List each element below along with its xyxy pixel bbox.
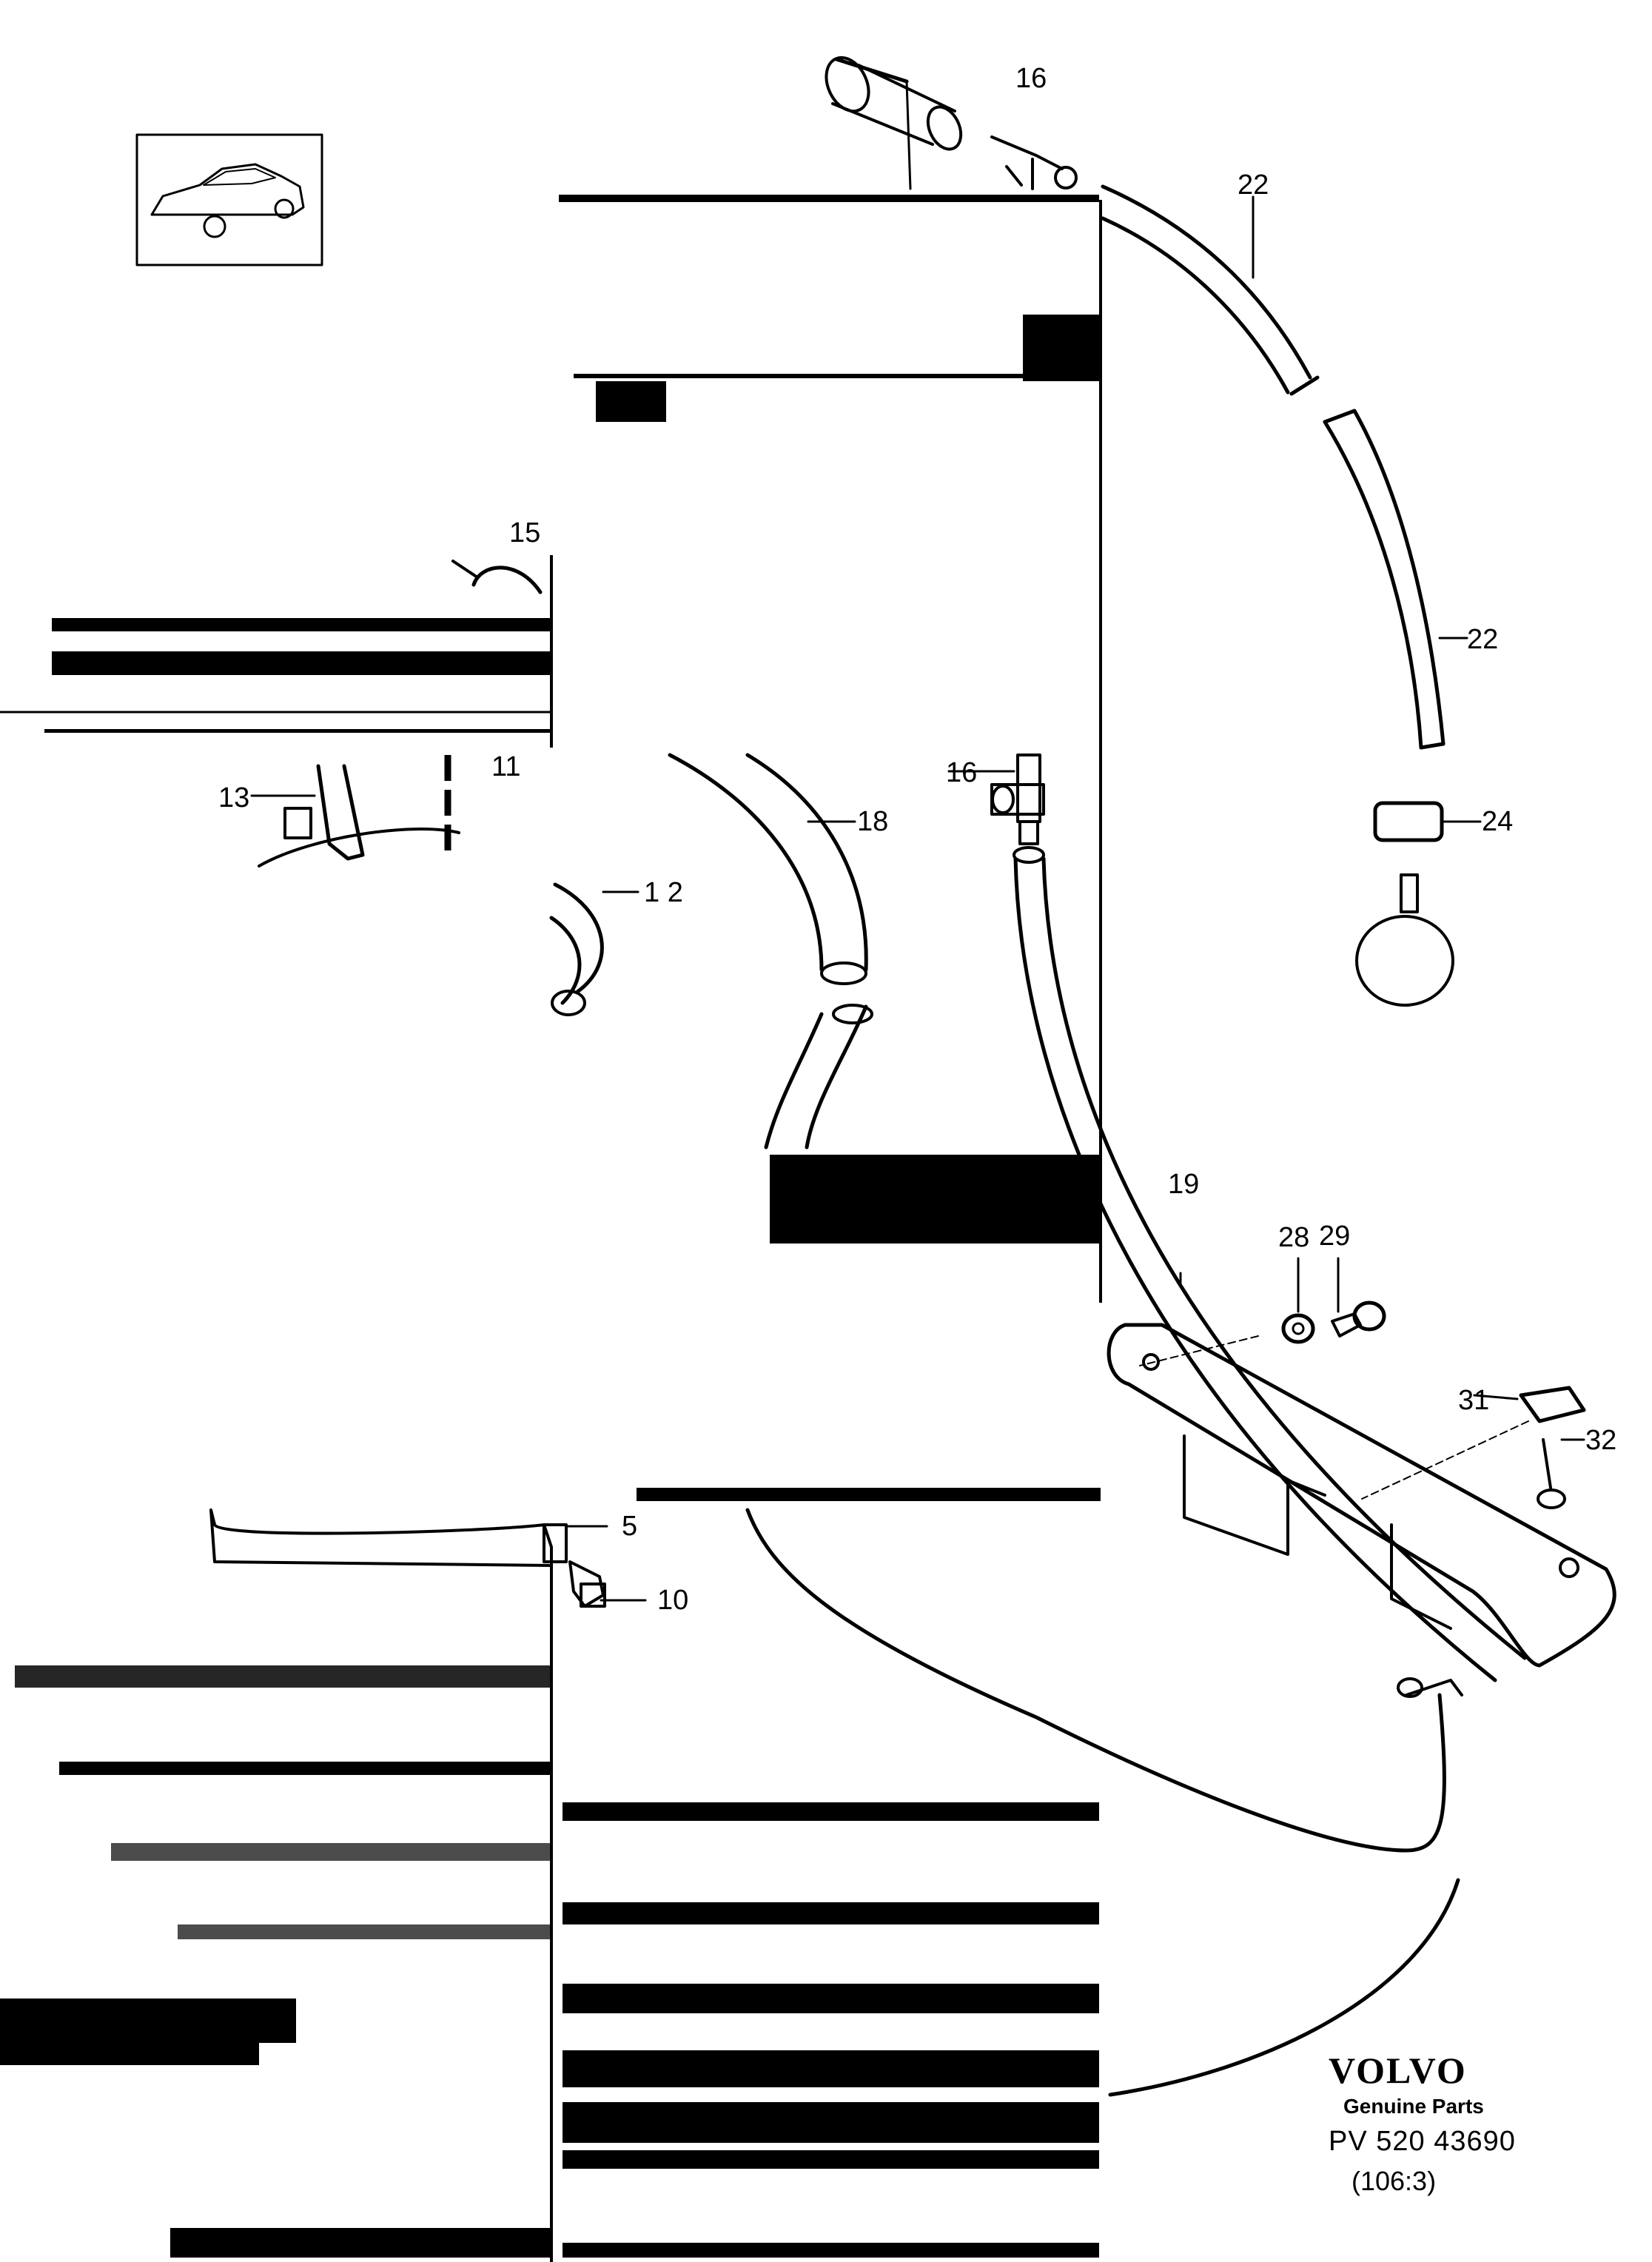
brand-block: VOLVO Genuine Parts xyxy=(1329,2049,1551,2118)
callout-19: 19 xyxy=(1168,1169,1199,1200)
callout-22-lower: 22 xyxy=(1467,624,1498,655)
callout-32: 32 xyxy=(1585,1425,1616,1456)
callouts: 16 22 15 22 11 16 13 18 24 1 2 19 28 29 … xyxy=(218,63,1616,1616)
hose-22 xyxy=(1101,184,1468,750)
volvo-logo: VOLVO xyxy=(1329,2050,1467,2091)
top-hose-with-connector xyxy=(825,56,1078,190)
bracket-5-nozzle-10 xyxy=(209,1508,647,1608)
reference-subcode: (106:3) xyxy=(1352,2166,1437,2196)
callout-11: 11 xyxy=(491,751,520,782)
hose-19-with-connector xyxy=(947,754,1527,1682)
panel-edges-top xyxy=(559,195,1102,1303)
vehicle-thumbnail xyxy=(135,133,323,266)
callout-28: 28 xyxy=(1278,1222,1309,1253)
callout-13: 13 xyxy=(218,782,249,813)
callout-12: 1 2 xyxy=(644,877,683,908)
reference-code: PV 520 43690 xyxy=(1329,2126,1516,2157)
callout-5: 5 xyxy=(622,1511,637,1542)
callout-15: 15 xyxy=(509,517,540,548)
callout-10: 10 xyxy=(657,1585,688,1616)
callout-29: 29 xyxy=(1319,1221,1350,1252)
callout-16-top: 16 xyxy=(1015,63,1047,94)
scan-artifact-bands xyxy=(0,1554,1099,2262)
callout-31: 31 xyxy=(1458,1385,1489,1416)
left-hoses xyxy=(0,555,639,1016)
brand-tagline: Genuine Parts xyxy=(1343,2095,1484,2118)
callout-22-top: 22 xyxy=(1238,170,1269,201)
clip-24-nozzle xyxy=(1355,801,1482,1007)
callout-16-center: 16 xyxy=(946,757,977,788)
reservoir-bracket xyxy=(637,1323,1616,2097)
callout-24: 24 xyxy=(1482,806,1513,837)
callout-18: 18 xyxy=(857,806,888,837)
hose-18 xyxy=(668,753,1101,1244)
fasteners xyxy=(1139,1257,1586,1509)
